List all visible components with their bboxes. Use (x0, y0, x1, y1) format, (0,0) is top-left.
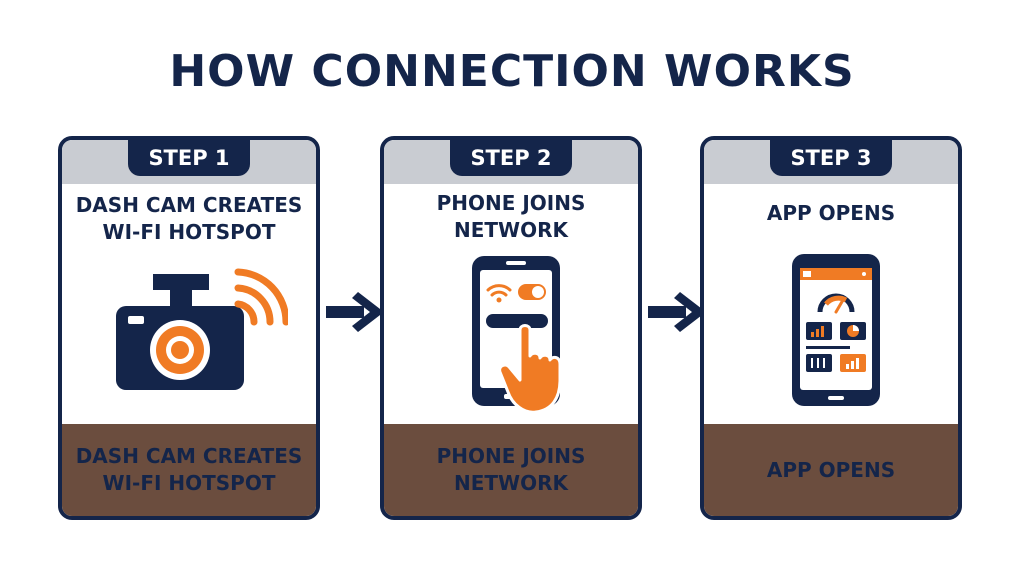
dash-cam-wifi-icon (116, 268, 288, 390)
step-heading-3: APP OPENS (766, 201, 896, 225)
step-card-1: STEP 1 DASH CAM CREATES WI-FI HOTSPOT DA… (58, 136, 320, 520)
page-title: HOW CONNECTION WORKS (169, 46, 855, 97)
step-footer-2: PHONE JOINS NETWORK (384, 424, 638, 516)
step-footer-text-1: DASH CAM CREATES WI-FI HOTSPOT (75, 444, 303, 495)
step-tab-3: STEP 3 (770, 140, 892, 176)
app-dashboard-icon (792, 254, 880, 406)
step-footer-3: APP OPENS (704, 424, 958, 516)
step-tab-1: STEP 1 (128, 140, 250, 176)
phone-tap-icon (472, 256, 562, 414)
step-card-3: STEP 3 APP OPENS APP OPENS (700, 136, 962, 520)
step-footer-text-2: PHONE JOINS NETWORK (436, 444, 586, 495)
arrow-right-icon (326, 292, 384, 332)
step-card-2: STEP 2 PHONE JOINS NETWORK PHONE JOINS N… (380, 136, 642, 520)
step-tab-2: STEP 2 (450, 140, 572, 176)
step-heading-2: PHONE JOINS NETWORK (436, 191, 586, 242)
arrow-right-icon (648, 292, 706, 332)
step-footer-1: DASH CAM CREATES WI-FI HOTSPOT (62, 424, 316, 516)
step-footer-text-3: APP OPENS (766, 457, 896, 482)
step-heading-1: DASH CAM CREATES WI-FI HOTSPOT (75, 193, 303, 244)
